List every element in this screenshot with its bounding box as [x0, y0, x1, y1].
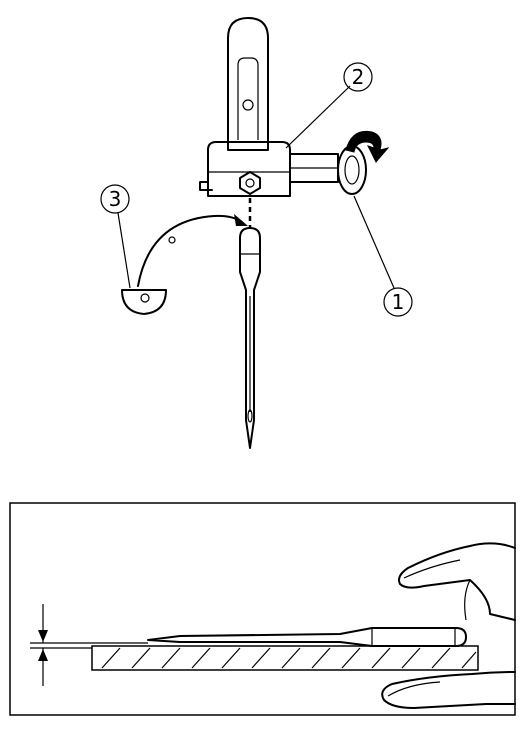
- needle-bar-screw: [242, 99, 254, 111]
- callout-1-label: 1: [392, 290, 405, 314]
- rotate-arrow-icon: [345, 130, 390, 163]
- needle-bar: [227, 17, 269, 151]
- gap-arrow-up-icon: [38, 649, 48, 661]
- sewing-needle: [239, 227, 261, 449]
- thread-guide: [199, 181, 213, 191]
- callout-2-leader: [285, 85, 351, 149]
- upper-fingernail: [403, 559, 461, 579]
- callout-1-circle: [383, 287, 413, 317]
- callout-3-leader: [117, 212, 131, 289]
- needle-clamp-screw: [337, 145, 367, 195]
- callout-3-label: 3: [109, 187, 122, 211]
- move-arrow: [137, 214, 243, 287]
- lower-finger: [381, 671, 516, 709]
- callout-2-circle: [343, 62, 373, 92]
- upper-finger: [398, 542, 516, 621]
- callout-2-label: 2: [352, 65, 365, 89]
- callout-1-leader: [353, 195, 395, 289]
- flat-surface: [91, 645, 479, 671]
- needle-cap: [121, 289, 167, 315]
- needle-bar-slot: [237, 57, 259, 140]
- figure-frame: [9, 502, 516, 716]
- lower-fingernail: [387, 681, 441, 697]
- surface-hatching: [101, 647, 477, 669]
- gap-arrow-down-icon: [38, 630, 48, 642]
- needle-clamp-figure: 2 1 3: [100, 17, 413, 449]
- needle-clamp: [207, 141, 291, 197]
- needle-check-figure: [9, 502, 516, 716]
- callout-3-circle: [100, 184, 130, 214]
- needle-hole-icon: [239, 171, 261, 195]
- needle-lying-flat: [147, 627, 467, 647]
- move-arrow-head: [234, 214, 248, 226]
